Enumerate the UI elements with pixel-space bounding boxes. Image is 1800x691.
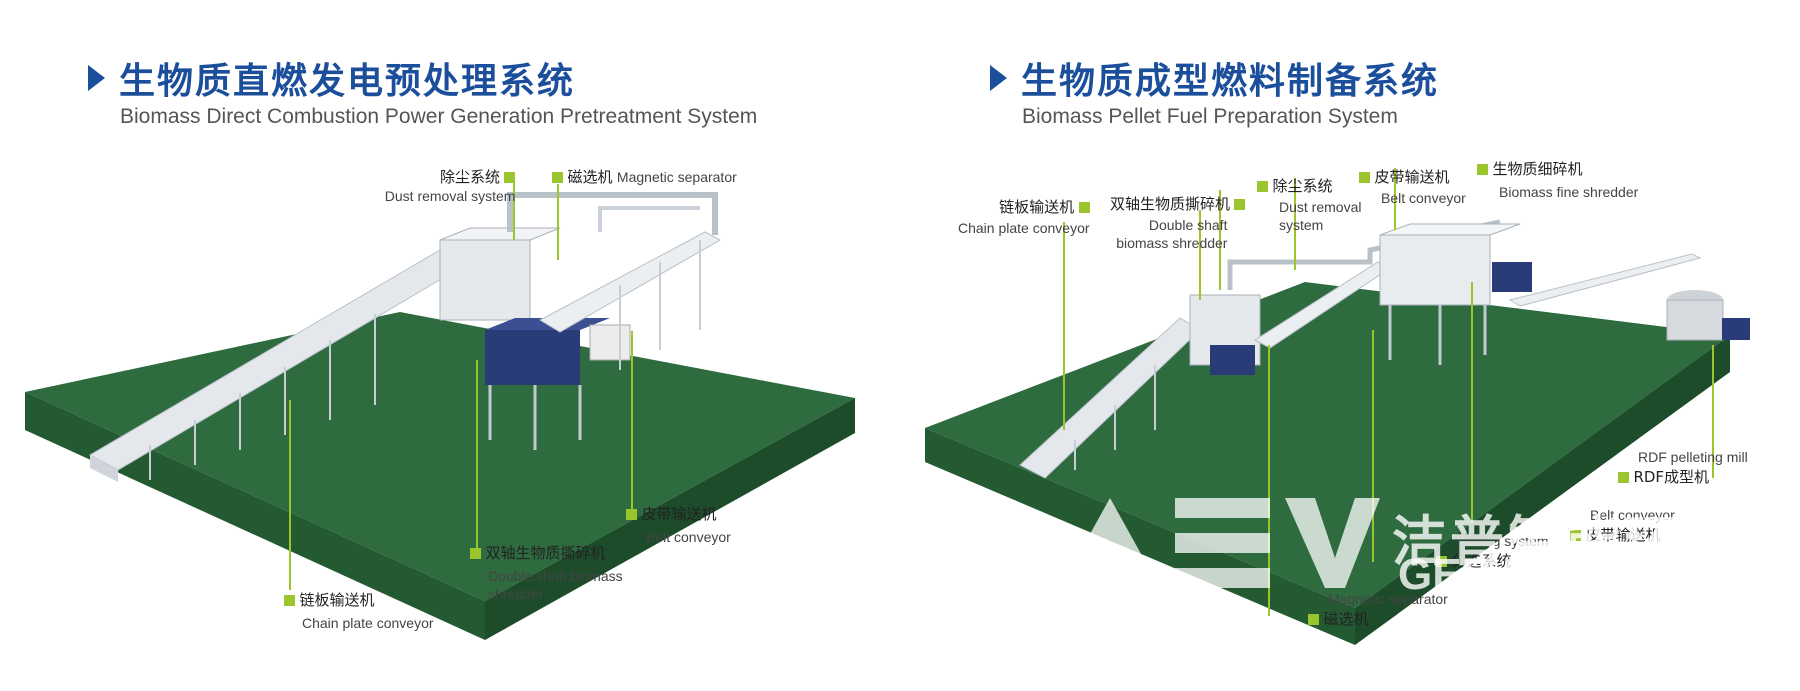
- callout-marker-icon: [504, 172, 516, 184]
- callout-label-cn: 生物质细碎机: [1492, 160, 1583, 178]
- right-machinery-illustration: [925, 168, 1750, 645]
- callout-marker-icon: [470, 548, 481, 560]
- watermark-brand-cn: 洁普智能环保: [1392, 510, 1740, 573]
- right-callout-rdf-pelleting-mill: RDF pelleting mill RDF成型机: [1618, 448, 1748, 487]
- watermark-brand-en: GEP ECOTECH: [1398, 550, 1718, 599]
- callout-label-cn: 链板输送机: [299, 591, 375, 609]
- left-title: 生物质直燃发电预处理系统: [88, 52, 575, 104]
- right-panel: 生物质成型燃料制备系统 Biomass Pellet Fuel Preparat…: [900, 0, 1800, 691]
- right-title-en: Biomass Pellet Fuel Preparation System: [1022, 105, 1398, 128]
- right-callout-chain-plate-conveyor: 链板输送机 Chain plate conveyor: [958, 196, 1090, 237]
- callout-label-cn: 链板输送机: [999, 198, 1075, 216]
- callout-marker-icon: [1234, 199, 1246, 211]
- right-title: 生物质成型燃料制备系统: [990, 52, 1439, 104]
- right-callout-belt-conveyor-bottom: Belt conveyor 皮带输送机: [1570, 506, 1675, 545]
- right-callout-fine-shredder: 生物质细碎机 Biomass fine shredder: [1477, 158, 1638, 201]
- callout-label-cn: 皮带输送机: [1585, 526, 1661, 544]
- callout-marker-icon: [1618, 472, 1629, 484]
- right-callout-belt-conveyor-top: 皮带输送机 Belt conveyor: [1359, 166, 1466, 207]
- callout-label-cn: 皮带输送机: [641, 505, 717, 523]
- callout-label-cn: RDF成型机: [1633, 468, 1710, 486]
- callout-label-en: Chain plate conveyor: [958, 220, 1090, 236]
- callout-marker-icon: [1308, 614, 1319, 626]
- callout-label-en: Sorting system: [1456, 533, 1549, 549]
- triangle-bullet-icon: [990, 65, 1007, 91]
- callout-label-cn: 磁选机: [1323, 610, 1369, 628]
- callout-marker-icon: [1257, 181, 1268, 193]
- callout-label-cn: 双轴生物质撕碎机: [1110, 195, 1231, 213]
- callout-label-en: Magnetic separator: [1328, 591, 1448, 607]
- left-callout-double-shaft-shredder: 双轴生物质撕碎机 Double shaft biomass shredder: [470, 542, 623, 603]
- callout-label-en: Double shaft: [1148, 217, 1228, 233]
- right-callout-double-shaft-shredder: 双轴生物质撕碎机 Double shaft biomass shredder: [1110, 193, 1246, 252]
- right-callout-dust-removal: 除尘系统 Dust removal system: [1257, 175, 1361, 234]
- callout-label-en: system: [1279, 217, 1324, 233]
- callout-marker-icon: [1570, 530, 1581, 542]
- callout-marker-icon: [1477, 164, 1488, 176]
- callout-label-en: biomass shredder: [1116, 235, 1228, 251]
- callout-label-cn: 除尘系统: [440, 168, 501, 186]
- callout-label-cn: 皮带输送机: [1374, 168, 1450, 186]
- right-callout-magnetic-separator: Magnetic separator 磁选机: [1308, 590, 1448, 629]
- left-callout-chain-plate-conveyor: 链板输送机 Chain plate conveyor: [284, 589, 434, 632]
- callout-label-en: Magnetic separator: [616, 169, 737, 185]
- callout-label-en: Belt conveyor: [646, 529, 731, 545]
- right-title-cn: 生物质成型燃料制备系统: [1021, 61, 1440, 102]
- triangle-bullet-icon: [88, 65, 105, 91]
- callout-label-en: Biomass fine shredder: [1499, 184, 1639, 200]
- callout-label-cn: 除尘系统: [1272, 177, 1333, 195]
- callout-label-en: RDF pelleting mill: [1638, 449, 1748, 465]
- left-callout-dust-removal: 除尘系统 Dust removal system: [385, 166, 516, 205]
- left-title-en: Biomass Direct Combustion Power Generati…: [120, 105, 758, 128]
- callout-label-en: Dust removal system: [384, 188, 516, 204]
- callout-marker-icon: [1359, 172, 1370, 184]
- left-machinery-illustration: [25, 172, 855, 640]
- callout-label-cn: 磁选机: [567, 168, 613, 186]
- left-callout-belt-conveyor: 皮带输送机 Belt conveyor: [626, 503, 731, 546]
- callout-marker-icon: [1436, 556, 1447, 568]
- callout-marker-icon: [284, 595, 295, 607]
- callout-label-en: Belt conveyor: [1381, 190, 1466, 206]
- callout-marker-icon: [1078, 202, 1090, 214]
- callout-label-cn: 分选系统: [1451, 552, 1512, 570]
- callout-marker-icon: [626, 509, 637, 521]
- callout-label-en: Chain plate conveyor: [302, 615, 434, 631]
- left-callout-magnetic-separator: 磁选机 Magnetic separator: [552, 166, 737, 187]
- left-title-cn: 生物质直燃发电预处理系统: [119, 61, 576, 102]
- callout-marker-icon: [552, 172, 563, 184]
- left-panel: 生物质直燃发电预处理系统 Biomass Direct Combustion P…: [25, 52, 855, 640]
- callout-label-en: shredder: [488, 586, 544, 602]
- callout-label-en: Double shaft biomass: [488, 568, 623, 584]
- right-callout-sorting-system: Sorting system 分选系统: [1436, 532, 1549, 571]
- callout-label-en: Belt conveyor: [1590, 507, 1675, 523]
- callout-label-cn: 双轴生物质撕碎机: [485, 544, 606, 562]
- callout-label-en: Dust removal: [1279, 199, 1362, 215]
